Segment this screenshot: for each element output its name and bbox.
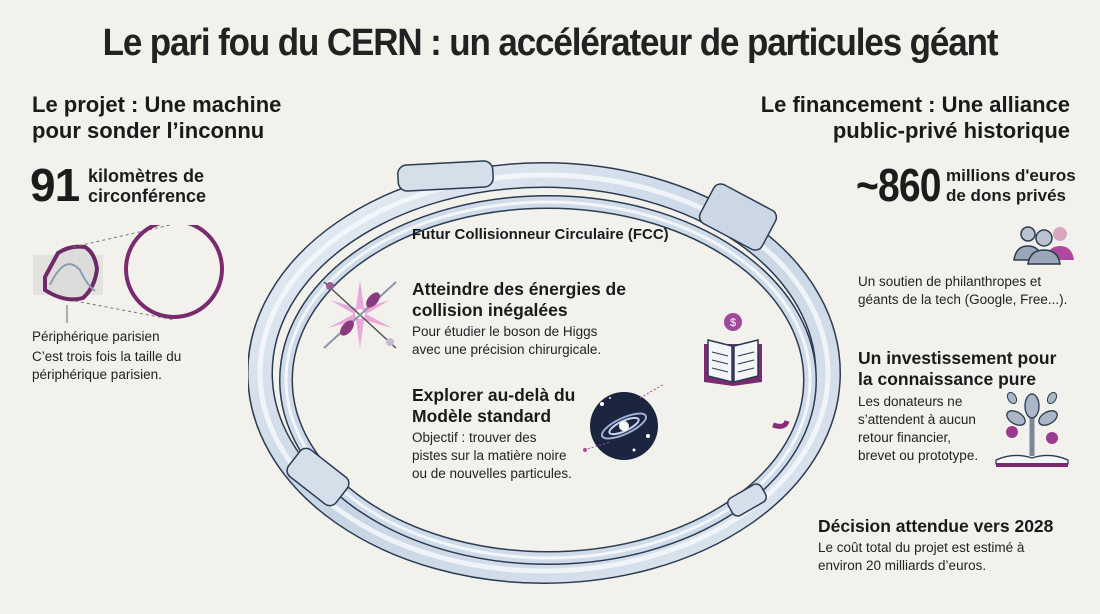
circumference-number: 91 — [30, 159, 80, 211]
circumference-label-line2: circonférence — [88, 186, 207, 206]
comparison-text-line2: périphérique parisien. — [32, 367, 162, 382]
knowledge-tree-icon — [995, 392, 1069, 467]
invest-title-line2: la connaissance pure — [858, 369, 1036, 389]
invest-text-line1: Les donateurs ne — [858, 394, 963, 409]
magnet-segment-bottom-right — [726, 483, 768, 517]
paris-ring-map-icon — [33, 244, 103, 302]
invest-text-line4: brevet ou prototype. — [858, 448, 979, 463]
donations-label-line2: de dons privés — [946, 186, 1066, 205]
magnet-segment-bottom-left — [286, 447, 350, 507]
goal1-text-line1: Pour étudier le boson de Higgs — [412, 324, 598, 339]
donations-label-line1: millions d'euros — [946, 166, 1076, 185]
magnet-segment-top-right — [698, 183, 778, 251]
goal2-text-line2: pistes sur la matière noire — [412, 448, 567, 463]
goal2-text-line3: ou de nouvelles particules. — [412, 466, 572, 481]
invest-text-line2: s’attendent à aucun — [858, 412, 976, 427]
supporters-text-line1: Un soutien de philanthropes et — [858, 274, 1042, 289]
svg-text:$: $ — [730, 317, 736, 329]
right-section-title-line1: Le financement : Une alliance — [760, 92, 1070, 117]
goal1-title-line1: Atteindre des énergies de — [412, 279, 626, 299]
left-section-title-line1: Le projet : Une machine — [32, 92, 282, 117]
fcc-ring-label: Futur Collisionneur Circulaire (FCC) — [412, 226, 669, 243]
comparison-text-line1: C’est trois fois la taille du — [32, 349, 182, 364]
goal1-title-line2: collision inégalées — [412, 300, 568, 320]
invest-title-line1: Un investissement pour — [858, 348, 1057, 368]
goal2-title-line1: Explorer au-delà du — [412, 385, 576, 405]
supporters-text-line2: géants de la tech (Google, Free...). — [858, 292, 1068, 307]
decision-title: Décision attendue vers 2028 — [818, 516, 1054, 536]
invest-text-line3: retour financier, — [858, 430, 952, 445]
goal2-title-line2: Modèle standard — [412, 406, 552, 426]
left-section-title-line2: pour sonder l’inconnu — [32, 118, 265, 143]
donations-number: ~860 — [856, 159, 942, 211]
galaxy-icon — [583, 383, 665, 460]
magnet-segment-top — [397, 160, 494, 192]
people-group-icon — [1013, 226, 1074, 265]
goal1-text-line2: avec une précision chirurgicale. — [412, 342, 602, 357]
accelerator-ring-illustration — [248, 160, 841, 584]
right-section-title-line2: public-privé historique — [832, 118, 1070, 143]
decision-text-line1: Le coût total du projet est estimé à — [818, 540, 1025, 555]
decision-text-line2: environ 20 milliards d’euros. — [818, 558, 987, 573]
goal2-text-line1: Objectif : trouver des — [412, 430, 537, 445]
circumference-label-line1: kilomètres de — [88, 166, 205, 186]
book-with-coin-icon: $ — [704, 313, 762, 386]
page-title: Le pari fou du CERN : un accélérateur de… — [102, 22, 999, 64]
comparison-label: Périphérique parisien — [32, 329, 160, 344]
particle-collision-icon — [323, 280, 397, 349]
fcc-ring-circle-icon — [124, 225, 224, 319]
